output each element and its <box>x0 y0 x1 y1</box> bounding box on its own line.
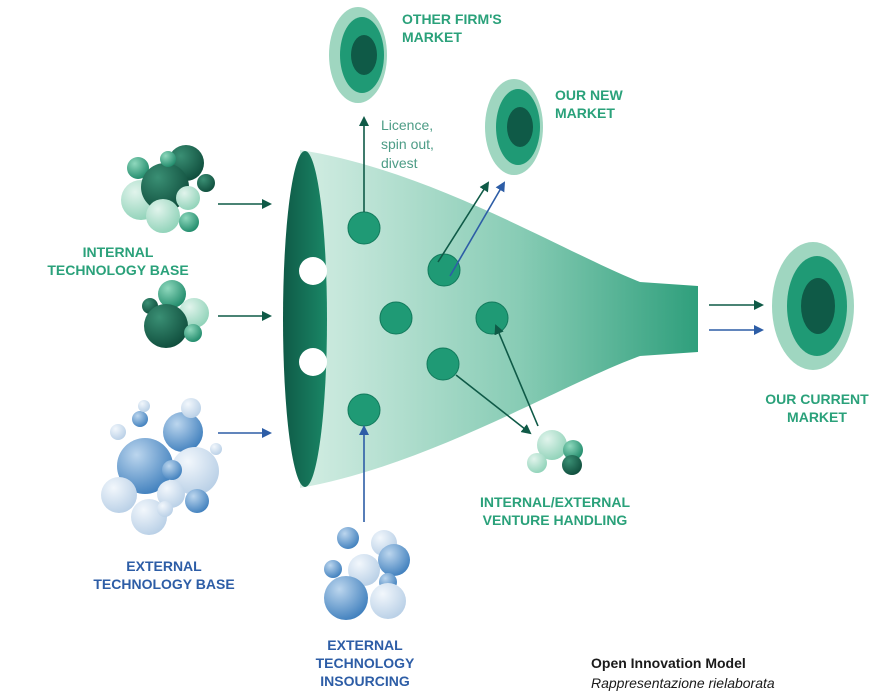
licence-note: Licence, spin out, divest <box>381 117 434 171</box>
label-our-new-market: OUR NEW MARKET <box>555 87 623 121</box>
project-dots <box>347 211 509 427</box>
internal-technology-bubbles-top <box>121 145 215 233</box>
project-dot <box>347 393 381 427</box>
project-dot <box>426 347 460 381</box>
caption-title: Open Innovation Model <box>591 655 746 671</box>
caption-subtitle: Rappresentazione rielaborata <box>591 675 775 691</box>
label-other-firms-market: OTHER FIRM'S MARKET <box>402 11 502 45</box>
project-dot <box>427 253 461 287</box>
external-technology-bubbles <box>101 398 222 535</box>
label-internal-technology-base: INTERNAL TECHNOLOGY BASE <box>47 244 189 278</box>
venture-bubbles <box>527 430 583 475</box>
project-dot <box>475 301 509 335</box>
insourcing-bubbles <box>324 527 410 620</box>
label-venture-handling: INTERNAL/EXTERNAL VENTURE HANDLING <box>479 494 631 528</box>
internal-technology-bubbles-bottom <box>142 280 209 348</box>
label-external-technology-insourcing: EXTERNAL TECHNOLOGY INSOURCING <box>315 637 415 689</box>
project-dot <box>379 301 413 335</box>
arrow-new-market-green <box>437 181 490 263</box>
arrow-venture-out <box>455 374 532 435</box>
funnel-hole-2 <box>299 348 327 376</box>
funnel-mouth <box>283 151 327 487</box>
arrow-new-market-blue <box>449 181 506 277</box>
our-current-market-target <box>772 242 854 370</box>
other-firms-market-target <box>329 7 387 103</box>
label-external-technology-base: EXTERNAL TECHNOLOGY BASE <box>93 558 235 592</box>
arrows <box>218 116 764 522</box>
funnel-hole-1 <box>299 257 327 285</box>
our-new-market-target <box>485 79 543 175</box>
project-dot <box>347 211 381 245</box>
arrow-venture-in <box>494 324 539 427</box>
label-our-current-market: OUR CURRENT MARKET <box>765 391 869 425</box>
